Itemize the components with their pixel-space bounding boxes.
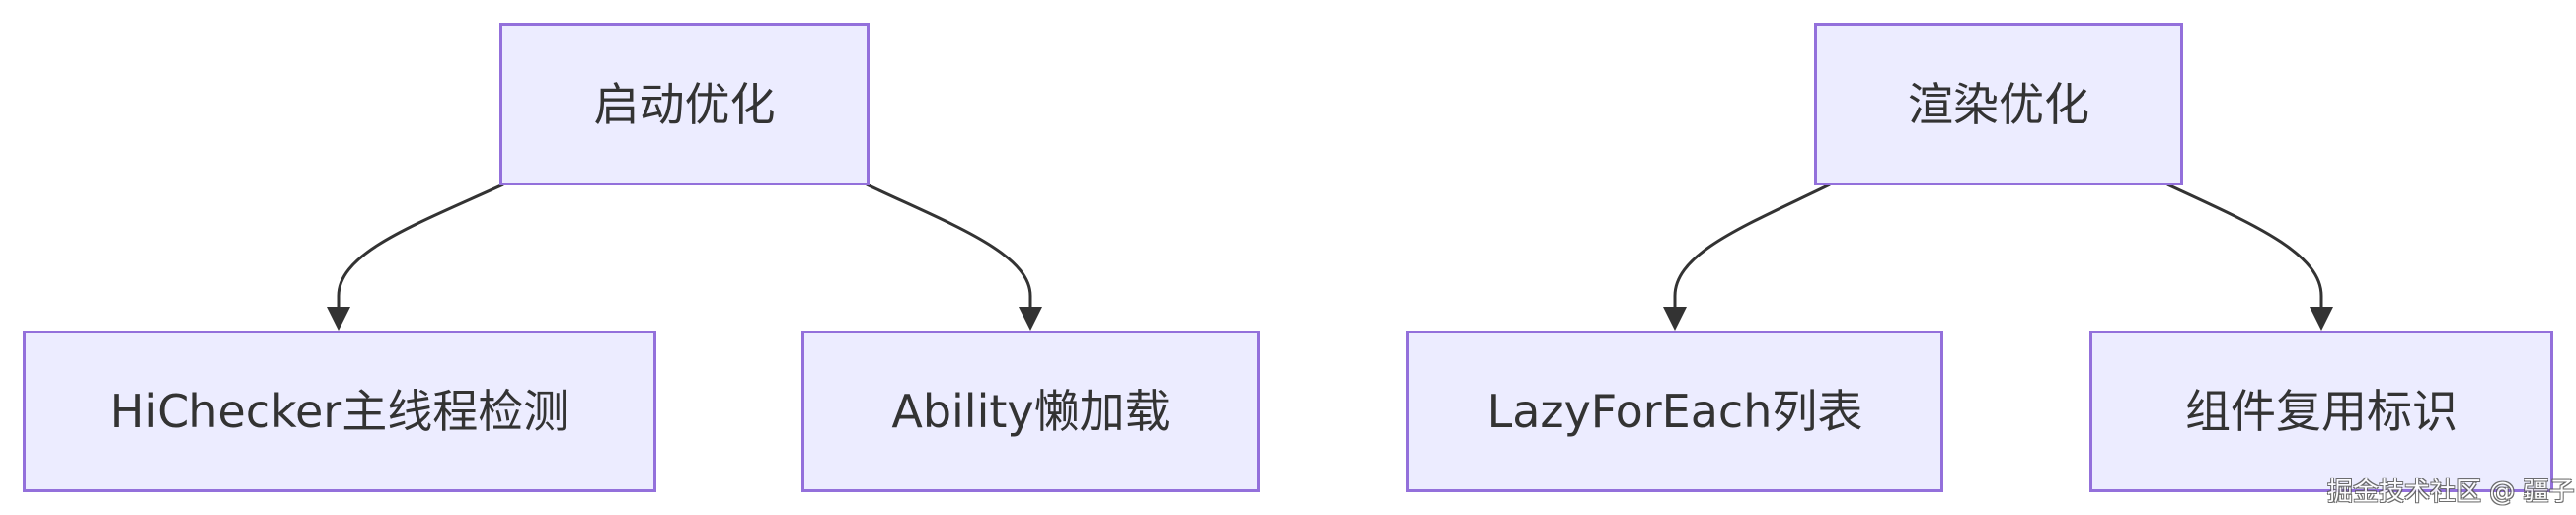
- arrowhead-icon: [1019, 307, 1042, 331]
- node-label: LazyForEach列表: [1486, 385, 1863, 438]
- node-label: 启动优化: [593, 77, 776, 131]
- node-render-optimization: 渲染优化: [1814, 23, 2183, 185]
- node-startup-optimization: 启动优化: [499, 23, 870, 185]
- node-label: 渲染优化: [1908, 77, 2089, 131]
- edge-root2-c4: [2166, 183, 2333, 331]
- arrowhead-icon: [2310, 307, 2333, 331]
- node-label: 组件复用标识: [2185, 385, 2458, 438]
- node-label: Ability懒加载: [891, 385, 1171, 438]
- edge-root1-c1: [327, 183, 504, 331]
- edge-root2-c3: [1663, 183, 1831, 331]
- arrowhead-icon: [327, 307, 350, 331]
- node-lazyforeach-list: LazyForEach列表: [1406, 331, 1943, 492]
- node-ability-lazy-loading: Ability懒加载: [801, 331, 1260, 492]
- edge-root1-c2: [866, 183, 1042, 331]
- arrowhead-icon: [1663, 307, 1687, 331]
- watermark: 掘金技术社区 @ 疆子: [2327, 478, 2575, 507]
- node-label: HiChecker主线程检测: [110, 385, 569, 438]
- node-hichecker-main-thread-detection: HiChecker主线程检测: [23, 331, 656, 492]
- node-component-reuse-id: 组件复用标识: [2089, 331, 2553, 492]
